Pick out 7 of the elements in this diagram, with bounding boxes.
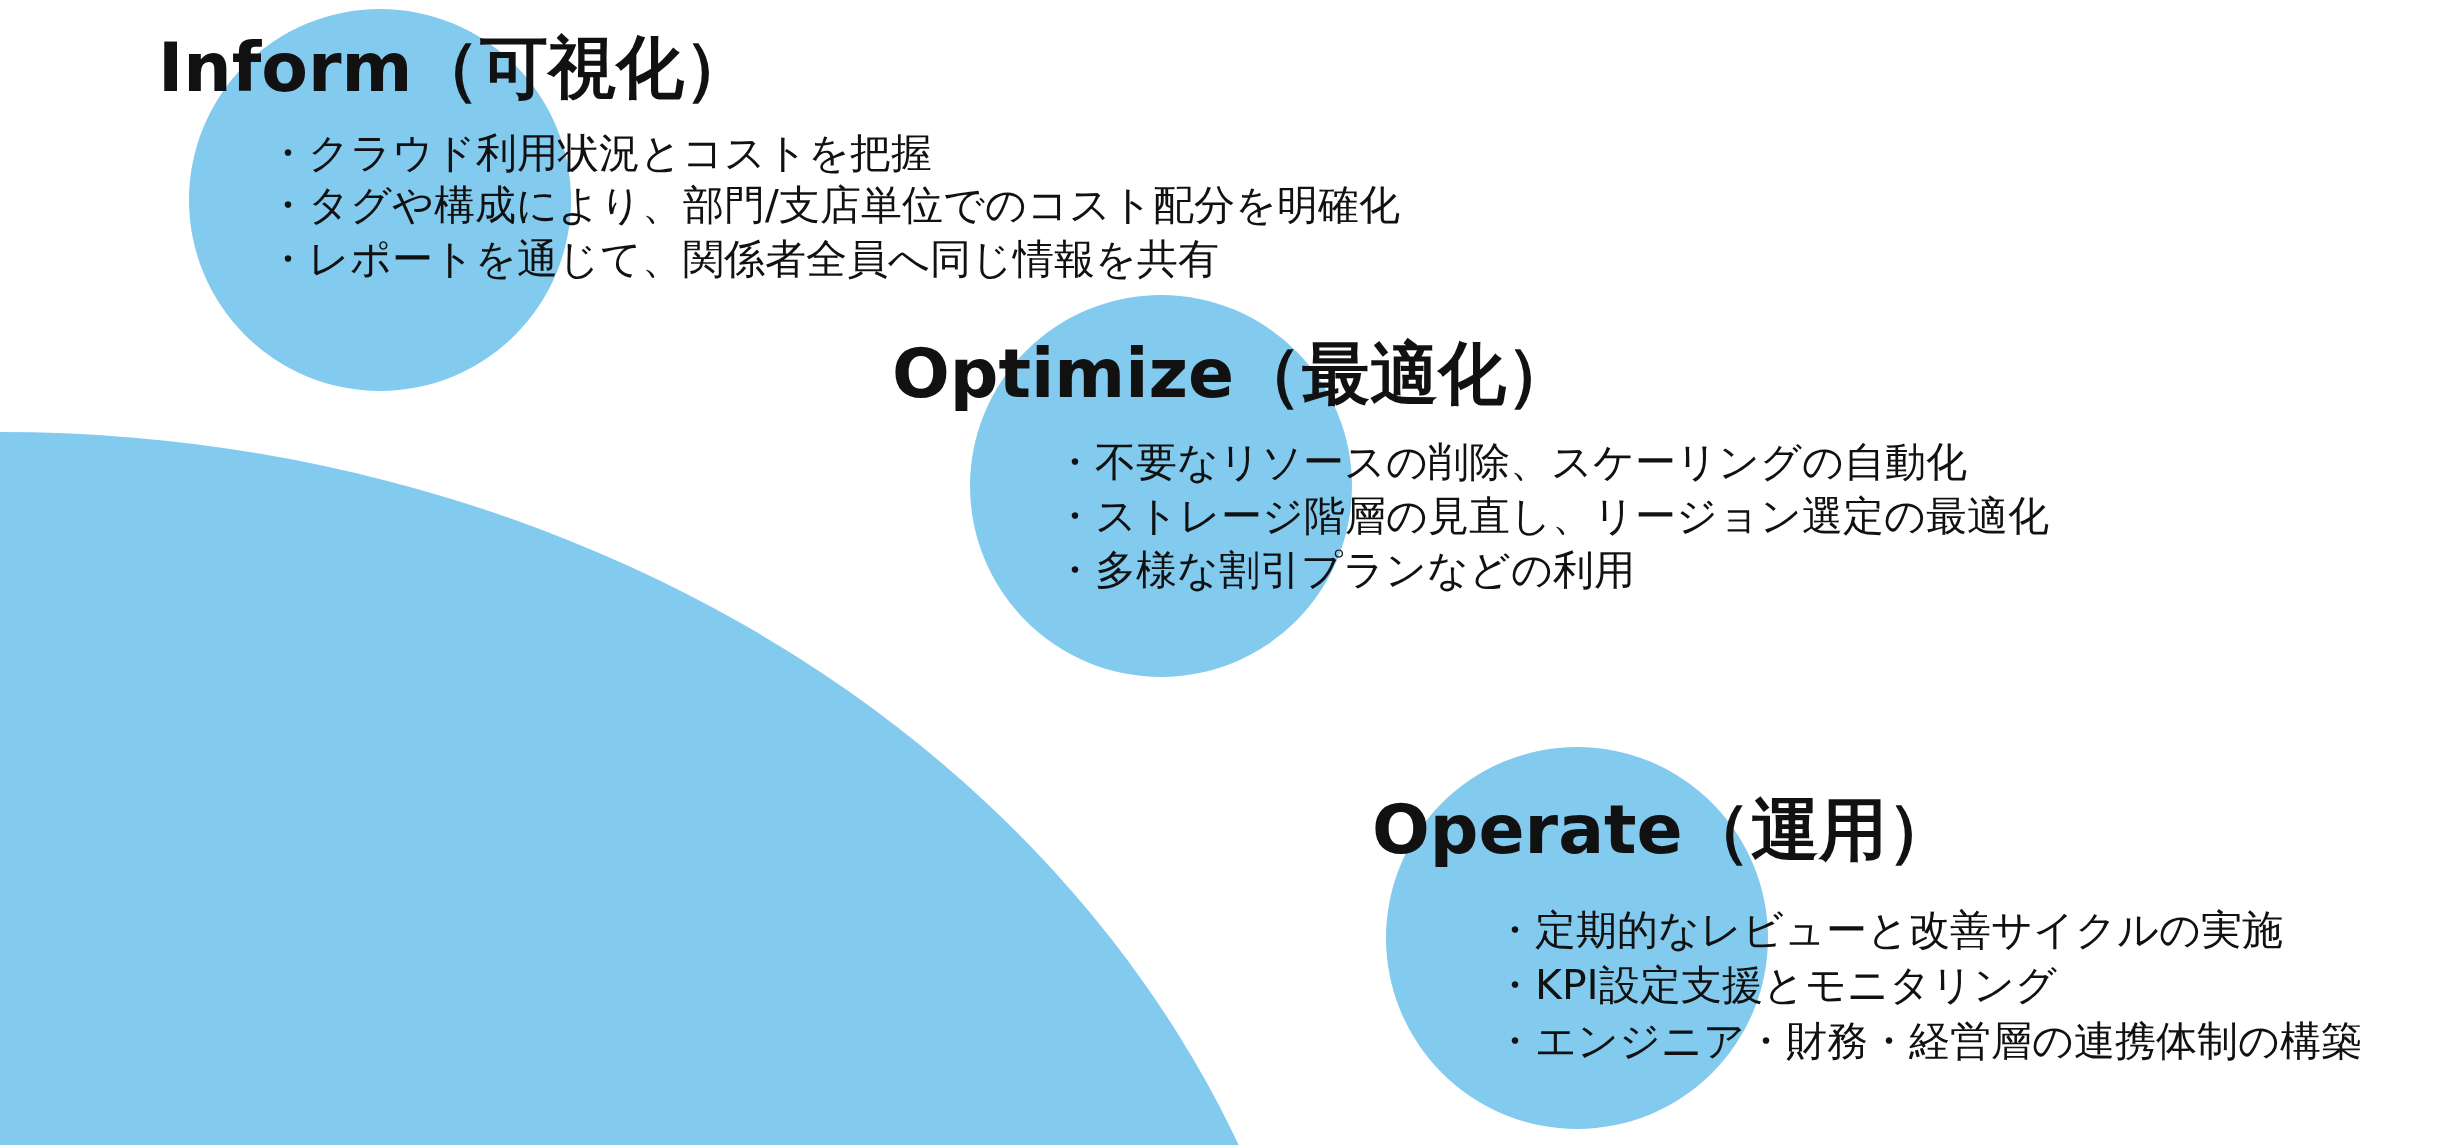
bullet-text: ・タグや構成により、部門/支店単位でのコスト配分を明確化 (267, 185, 1400, 226)
bullet-text: ・ストレージ階層の見直し、リージョン選定の最適化 (1054, 496, 2049, 537)
bullet-text: ・レポートを通じて、関係者全員へ同じ情報を共有 (267, 239, 1219, 280)
bullet-text: ・エンジニア・財務・経営層の連携体制の構築 (1494, 1021, 2362, 1062)
bullet-text: ・KPI設定支援とモニタリング (1494, 965, 2057, 1006)
bullet-text: ・クラウド利用状況とコストを把握 (267, 133, 932, 174)
bullet-text: ・不要なリソースの削除、スケーリングの自動化 (1054, 442, 1967, 483)
